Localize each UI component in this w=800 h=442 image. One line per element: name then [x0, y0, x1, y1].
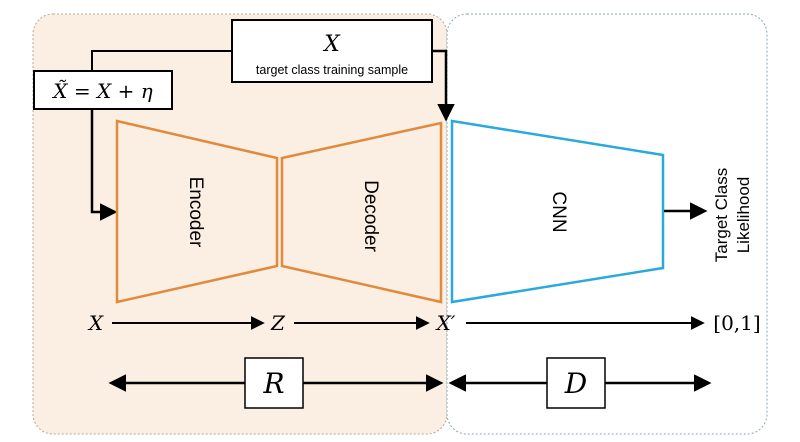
- flow-reconstruction-xprime: X′: [435, 311, 456, 335]
- connector-noise-to-encoder: [90, 109, 118, 221]
- region-d-label-box: [546, 357, 606, 409]
- region-r-background: [32, 13, 448, 435]
- decoder-label: Decoder: [360, 180, 381, 252]
- cnn-label: CNN: [548, 191, 569, 232]
- flow-output-range: [0,1]: [713, 311, 760, 335]
- region-d-symbol: D: [564, 367, 587, 400]
- flow-latent-z: Z: [270, 311, 286, 335]
- connector-input-to-noise: [91, 50, 232, 71]
- input-sample-caption: target class training sample: [256, 63, 408, 77]
- noise-formula-box: [33, 70, 173, 110]
- output-label-line2: Likelihood: [734, 177, 753, 254]
- input-sample-box: [231, 19, 433, 83]
- encoder-block: [115, 119, 279, 304]
- decoder-block: [280, 121, 443, 304]
- region-r-symbol: R: [262, 367, 284, 400]
- output-label-line1: Target Class: [712, 168, 731, 262]
- encoder-label: Encoder: [185, 177, 206, 248]
- connector-input-to-cnn: [432, 49, 455, 122]
- region-d-background: [446, 13, 768, 435]
- noise-formula: X̃ = X + η: [51, 79, 152, 103]
- flow-input-x: X: [87, 311, 104, 335]
- region-r-label-box: [244, 357, 304, 409]
- cnn-block: [450, 119, 665, 304]
- input-sample-symbol: X: [322, 32, 341, 57]
- target-class-likelihood-label: Target Class Likelihood: [712, 168, 753, 262]
